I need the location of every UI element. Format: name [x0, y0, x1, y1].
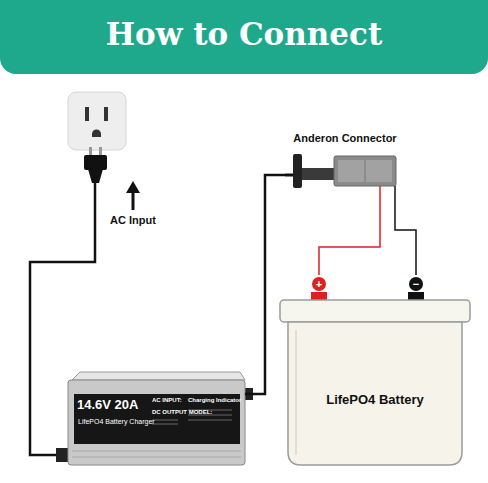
anderson-connector-part [338, 160, 392, 182]
battery-wire [395, 192, 416, 275]
terminal-sign: + [312, 277, 326, 291]
connector-label: Anderon Connector [293, 132, 396, 145]
charger-text: 14.6V 20A [77, 398, 138, 413]
anderson-connector-part [302, 168, 335, 180]
charger-body-part [68, 380, 245, 465]
power-plug-part [84, 155, 107, 170]
charger-body-part [72, 372, 245, 380]
anderson-connector [285, 154, 396, 192]
power-plug [84, 147, 107, 183]
anderson-connector-part [365, 160, 366, 182]
charger-text: AC INPUT: [152, 397, 182, 404]
wall-outlet [68, 92, 126, 150]
charger-text: DC OUTPUT MODEL: [152, 409, 212, 416]
charger-body-part [72, 457, 241, 458]
battery-body-part [295, 330, 297, 455]
input-arrow-part [126, 181, 140, 193]
battery-node: LifePO4 Battery [275, 275, 475, 467]
anderson-connector-part [394, 186, 396, 192]
battery-body-part [280, 300, 470, 322]
battery-wire [319, 192, 380, 275]
charger-text: Charging Indicator [188, 397, 241, 404]
wall-outlet-part [104, 107, 108, 121]
title-text: How to Connect [0, 16, 488, 53]
battery-label: LifePO4 Battery [326, 393, 424, 408]
input-arrow [126, 181, 140, 210]
anderson-connector-part [379, 186, 381, 192]
wall-outlet-part [85, 107, 89, 121]
anderson-connector-part [334, 156, 396, 186]
anderson-connector-part [293, 154, 302, 188]
charger-body [56, 372, 253, 465]
charger-body-part [152, 420, 178, 421]
charger-text: LifePO4 Battery Charger [78, 418, 155, 426]
battery-body-part [288, 322, 462, 465]
terminal-sign: − [409, 277, 423, 291]
ac-input-label: AC Input [110, 214, 156, 227]
charger-body-part [72, 451, 241, 452]
charger-cable [245, 175, 285, 394]
charger-body-part [152, 424, 178, 425]
charger-body-part [188, 420, 232, 421]
power-plug-part [99, 147, 102, 156]
power-plug-part [88, 169, 103, 183]
charger-node: 14.6V 20A LifePO4 Battery Charger AC INPUT… [68, 372, 245, 465]
wall-outlet-part [92, 130, 101, 138]
battery-body [280, 292, 470, 465]
connector-node: Anderon Connector [285, 132, 405, 192]
power-plug-part [89, 147, 92, 156]
anderson-connector-part [285, 174, 294, 177]
wall-outlet-part [68, 92, 126, 150]
